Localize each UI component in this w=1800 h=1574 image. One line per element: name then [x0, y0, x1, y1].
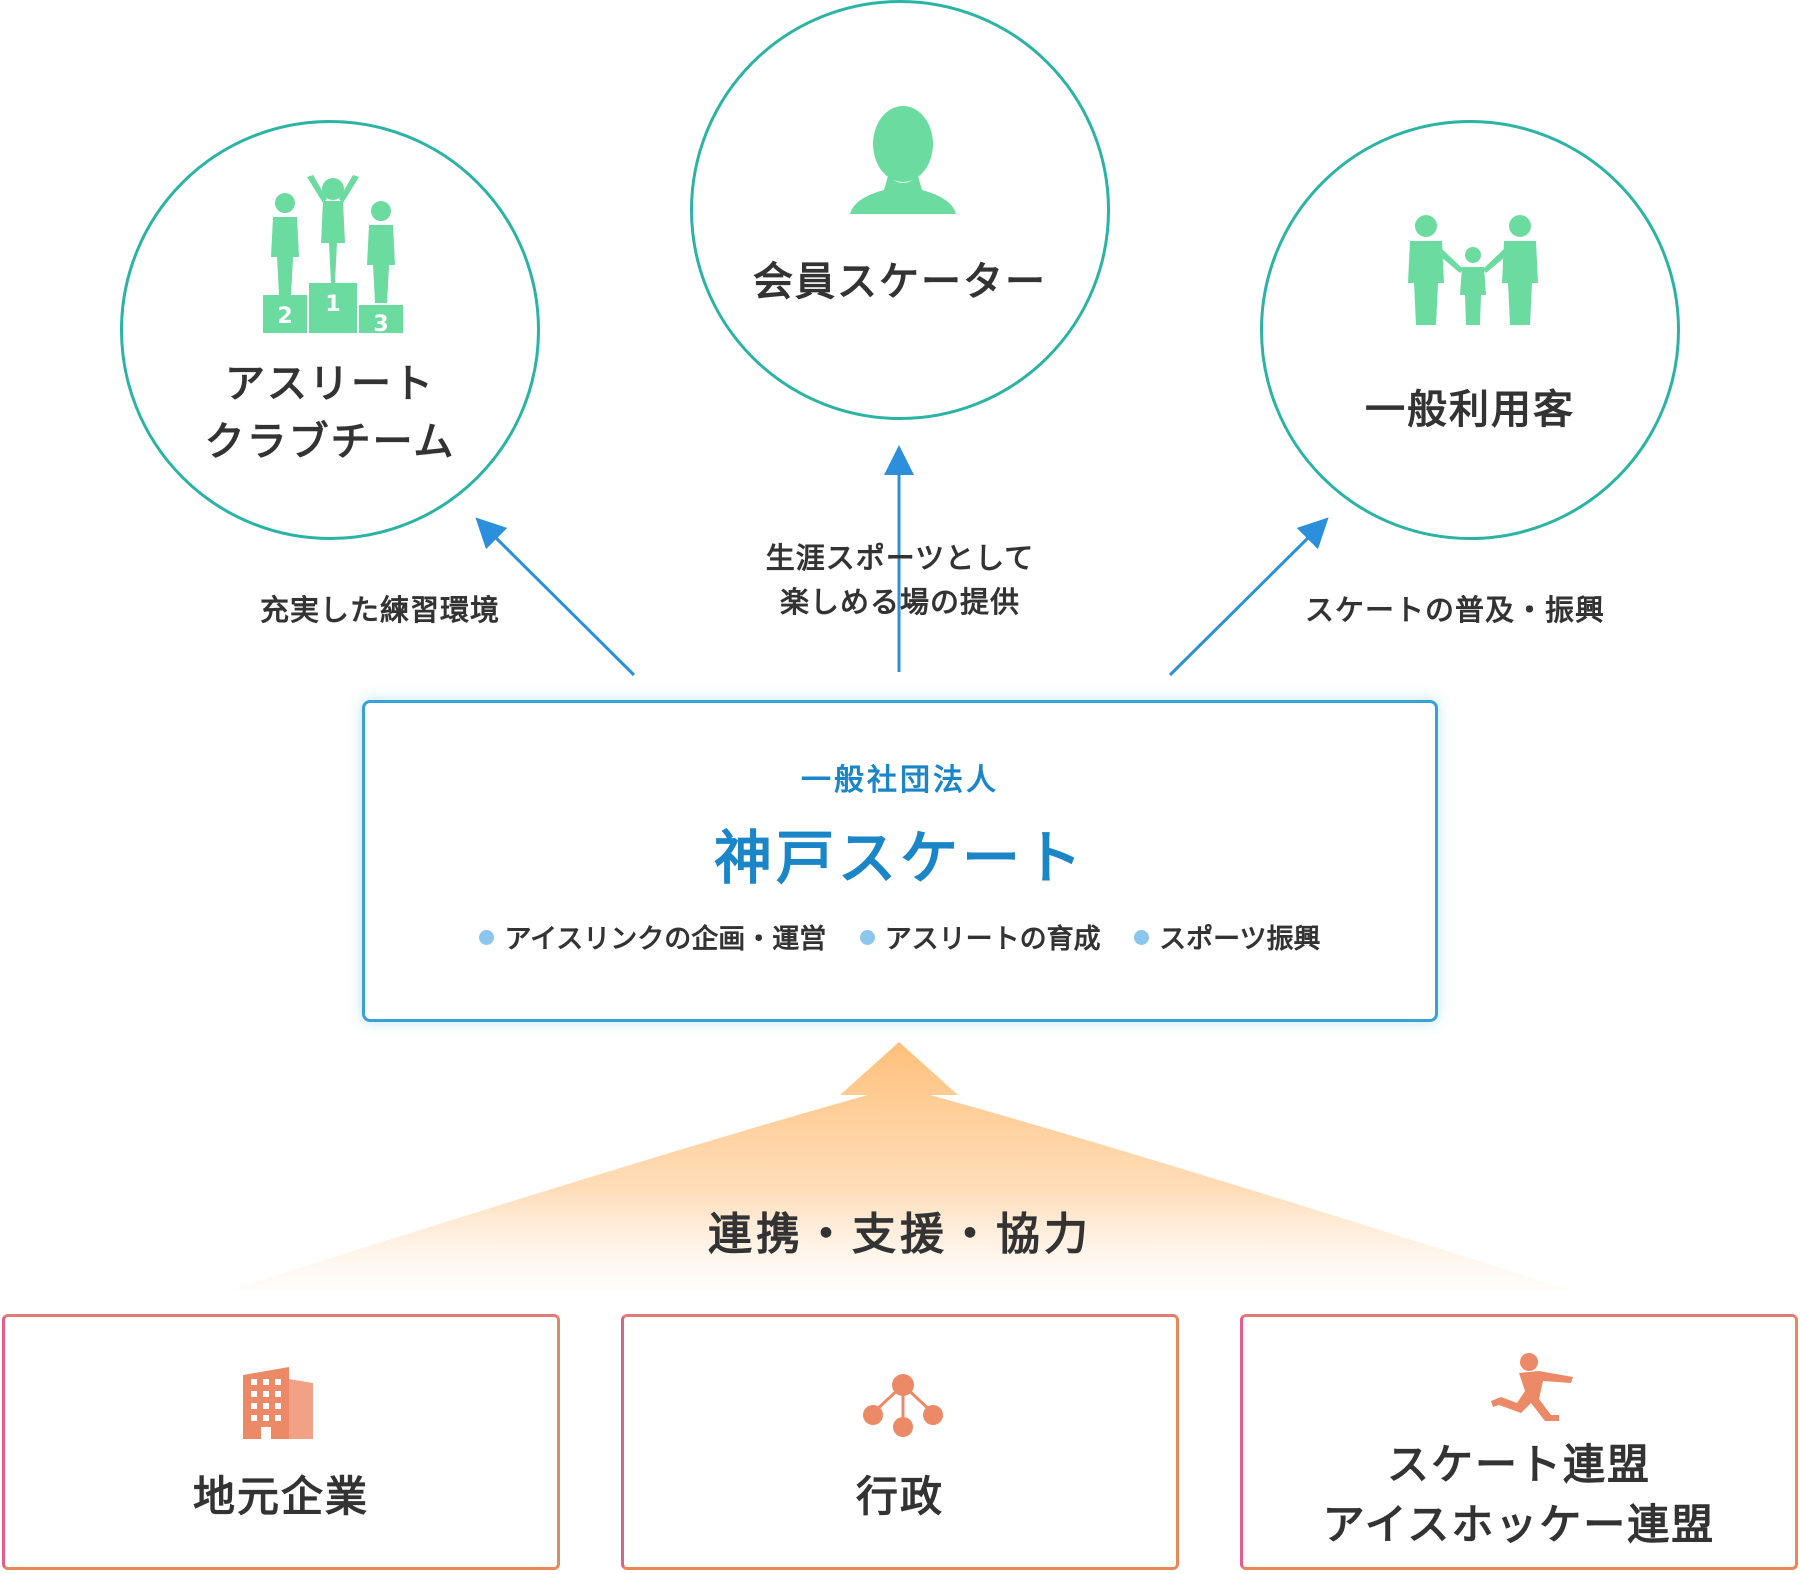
building-icon: [243, 1367, 313, 1439]
partner-companies: 地元企業: [2, 1314, 560, 1570]
organization-type: 一般社団法人: [801, 763, 999, 798]
partner-government-label: 行政: [855, 1472, 944, 1521]
partner-federations-label: スケート連盟 アイスホッケー連盟: [1322, 1440, 1716, 1549]
cooperation-arrow: [230, 1042, 1570, 1290]
organization-activities: アイスリンクの企画・運営 アスリートの育成 スポーツ振興: [365, 917, 1435, 956]
arrow-center-label: 生涯スポーツとして 楽しめる場の提供: [765, 541, 1035, 619]
circle-athlete: 2 1 3 アスリート クラブチーム: [120, 120, 540, 540]
svg-text:3: 3: [373, 312, 388, 333]
cooperation-label: 連携・支援・協力: [708, 1209, 1092, 1260]
arrow-left: [475, 517, 636, 677]
family-icon: [1408, 215, 1538, 325]
bullet-dot-icon: [479, 930, 495, 945]
activity-item: スポーツ振興: [1134, 917, 1321, 956]
svg-text:1: 1: [325, 292, 340, 317]
svg-text:2: 2: [277, 304, 292, 329]
circle-general: 一般利用客: [1260, 120, 1680, 540]
network-icon: [863, 1374, 943, 1437]
partner-federations: スケート連盟 アイスホッケー連盟: [1240, 1314, 1798, 1570]
arrows-layer: [475, 445, 1329, 677]
partner-companies-label: 地元企業: [192, 1472, 369, 1521]
activity-item: アスリートの育成: [859, 917, 1101, 956]
organization-box: 一般社団法人 神戸スケート アイスリンクの企画・運営 アスリートの育成 スポーツ…: [362, 700, 1438, 1022]
circle-general-label: 一般利用客: [1365, 387, 1575, 433]
circle-member: 会員スケーター: [690, 0, 1110, 420]
arrow-left-label: 充実した練習環境: [259, 593, 500, 627]
bullet-dot-icon: [859, 930, 875, 945]
circle-member-label: 会員スケーター: [753, 259, 1047, 305]
circle-athlete-label: アスリート クラブチーム: [204, 361, 456, 465]
activity-item: アイスリンクの企画・運営: [479, 917, 826, 956]
partner-government: 行政: [621, 1314, 1179, 1570]
organization-name: 神戸スケート: [713, 824, 1086, 892]
arrow-right-label: スケートの普及・振興: [1304, 593, 1605, 627]
podium-icon: 2 1 3: [263, 175, 403, 333]
person-icon: [850, 106, 956, 214]
arrow-right: [1168, 517, 1329, 677]
skater-icon: [1491, 1353, 1573, 1421]
bullet-dot-icon: [1134, 930, 1150, 945]
